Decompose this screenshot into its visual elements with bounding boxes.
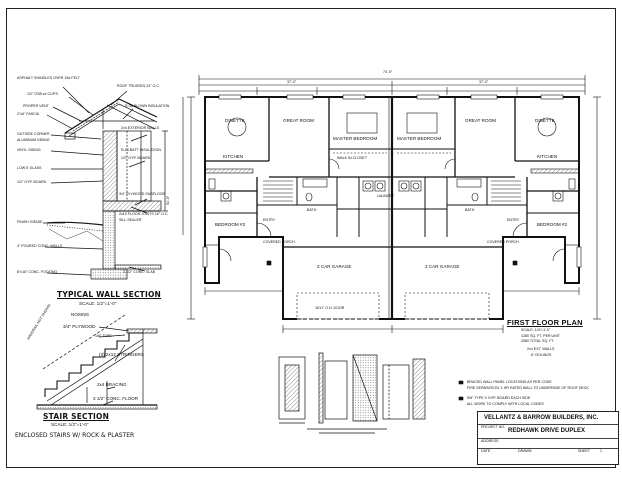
- wall-note: 3/4" PLYWOOD SUBFLOOR: [119, 192, 166, 196]
- wall-note: OUTSIDE CORNER: [17, 132, 50, 136]
- project-name: REDHAWK DRIVE DUPLEX: [508, 428, 586, 434]
- dim-half-left: 37'-0": [287, 80, 297, 84]
- wall-note: 2"x6" FASCIA: [17, 112, 40, 116]
- room-label: KITCHEN: [223, 154, 244, 159]
- detail-note: FIRE SEPARATION: 1 HR RATED WALL TO UNDE…: [467, 386, 589, 390]
- dim-overall: 74'-0": [383, 70, 393, 74]
- room-label: LAUNDRY: [377, 194, 395, 198]
- room-label: GREAT ROOM: [465, 118, 496, 123]
- wall-note: VINYL SIDING: [17, 148, 41, 152]
- wall-section-title: TYPICAL WALL SECTION: [57, 290, 162, 299]
- floor-plan-area: 1280 SQ. FT. PER UNIT: [521, 334, 560, 338]
- room-label: MASTER BEDROOM: [333, 136, 378, 141]
- wall-note: ASPHALT SHINGLES OVER 15# FELT: [17, 76, 80, 80]
- project-label: PROJECT NO.: [481, 425, 506, 429]
- wall-note: 2x10 FLOOR JOISTS 16" O.C.: [119, 212, 169, 216]
- wall-note: R-38 BLOWN INSULATION: [125, 104, 170, 108]
- room-label: ENTRY: [263, 218, 276, 222]
- room-label: BEDROOM #2: [215, 222, 246, 227]
- wall-note: FINISH GRADE: [17, 220, 43, 224]
- stair-section-subtitle: ENCLOSED STAIRS W/ ROCK & PLASTER: [15, 432, 135, 439]
- room-label: COVERED PORCH: [487, 240, 519, 244]
- garage-door-label: 16'x7' O.H. DOOR: [315, 306, 345, 310]
- floor-plan-ceilings: 8' CEILINGS: [531, 353, 552, 357]
- wall-note: ROOF TRUSSES 24" O.C.: [117, 84, 160, 88]
- wall-section-drawing: [43, 86, 168, 280]
- wall-note: R-13 BATT INSULATION: [121, 148, 161, 152]
- detail-note: BRACED WALL PANEL LOCATIONS AS PER CODE: [467, 380, 552, 384]
- room-label: BATH: [465, 208, 475, 212]
- address-label: ADDRESS: [481, 439, 499, 443]
- room-label: WALK IN CLOSET: [337, 156, 368, 160]
- wall-details-drawing: [278, 352, 426, 434]
- stair-note: (3) 2x12 STRINGERS: [99, 352, 144, 357]
- wall-section-scale: SCALE: 1/2"=1'-0": [79, 301, 117, 306]
- company-name: VELLANTZ & BARROW BUILDERS, INC.: [484, 415, 599, 421]
- detail-note: ALL WORK TO COMPLY WITH LOCAL CODES: [467, 402, 544, 406]
- floor-plan-area: 2560 TOTAL SQ. FT.: [521, 339, 555, 343]
- wall-note: LOW E GLASS: [17, 166, 42, 170]
- wall-note: 3 1/2" CONC. SLAB: [123, 270, 156, 274]
- wall-note: 1/2" GYP. BOARD: [17, 180, 47, 184]
- room-label: COVERED PORCH: [263, 240, 295, 244]
- room-label: DINETTE: [535, 118, 555, 123]
- stair-section-scale: SCALE: 1/2"=1'-0": [51, 422, 89, 427]
- stair-note: 3 1/2" CONC. FLOOR: [93, 396, 139, 401]
- floor-plan-title: FIRST FLOOR PLAN: [507, 318, 583, 327]
- room-label: KITCHEN: [537, 154, 558, 159]
- wall-note: ALUMINUM SIDING: [17, 138, 50, 142]
- stair-note: 2x4 BRACING: [97, 382, 127, 387]
- wall-note: 1/2" OSB w/ CLIPS: [27, 92, 58, 96]
- room-label: DINETTE: [225, 118, 245, 123]
- stair-section-drawing: [36, 314, 158, 410]
- sheet-number: 1: [600, 449, 602, 453]
- drawn-label: DRAWN: [518, 449, 532, 453]
- room-label: MASTER BEDROOM: [397, 136, 442, 141]
- drawing-linework: [36, 75, 601, 434]
- room-label: 2 CAR GARAGE: [317, 264, 352, 269]
- wall-note: 4" POURED CONC. WALLS: [17, 244, 63, 248]
- stair-section-title: STAIR SECTION: [43, 412, 110, 421]
- title-block: VELLANTZ & BARROW BUILDERS, INC. PROJECT…: [477, 411, 619, 465]
- floor-plan-drawing: [182, 75, 601, 333]
- stair-note: 1/8" TYPE: [95, 334, 112, 338]
- detail-note: 5/8" TYPE X GYP. BOARD EACH SIDE: [467, 396, 531, 400]
- wall-note: 2x4 EXTERIOR WALLS: [121, 126, 160, 130]
- stair-note: NOSING: [71, 312, 90, 317]
- wall-note: SILL SEALER: [119, 218, 142, 222]
- floor-plan-walls: 2x4 EXT. WALLS: [527, 347, 555, 351]
- sheet-label: SHEET: [578, 449, 590, 453]
- date-label: DATE: [481, 449, 491, 453]
- floor-plan-scale: SCALE: 1/4"=1'-0": [521, 328, 551, 332]
- stair-note: 3/4" PLYWOOD: [63, 324, 96, 329]
- room-label: ENTRY: [507, 218, 520, 222]
- dim-half-right: 37'-0": [479, 80, 489, 84]
- wall-note: 1/2" GYP. BOARD: [121, 156, 151, 160]
- room-label: GREAT ROOM: [283, 118, 314, 123]
- drawing-sheet: ASPHALT SHINGLES OVER 15# FELT 1/2" OSB …: [6, 8, 619, 468]
- room-label: 2 CAR GARAGE: [425, 264, 460, 269]
- room-label: BEDROOM #2: [537, 222, 568, 227]
- room-label: BATH: [307, 208, 317, 212]
- dim-depth: 51'-0": [166, 195, 170, 205]
- wall-note: 8"x16" CONC. FOOTING: [17, 270, 58, 274]
- wall-note: PROPER VENT: [23, 104, 49, 108]
